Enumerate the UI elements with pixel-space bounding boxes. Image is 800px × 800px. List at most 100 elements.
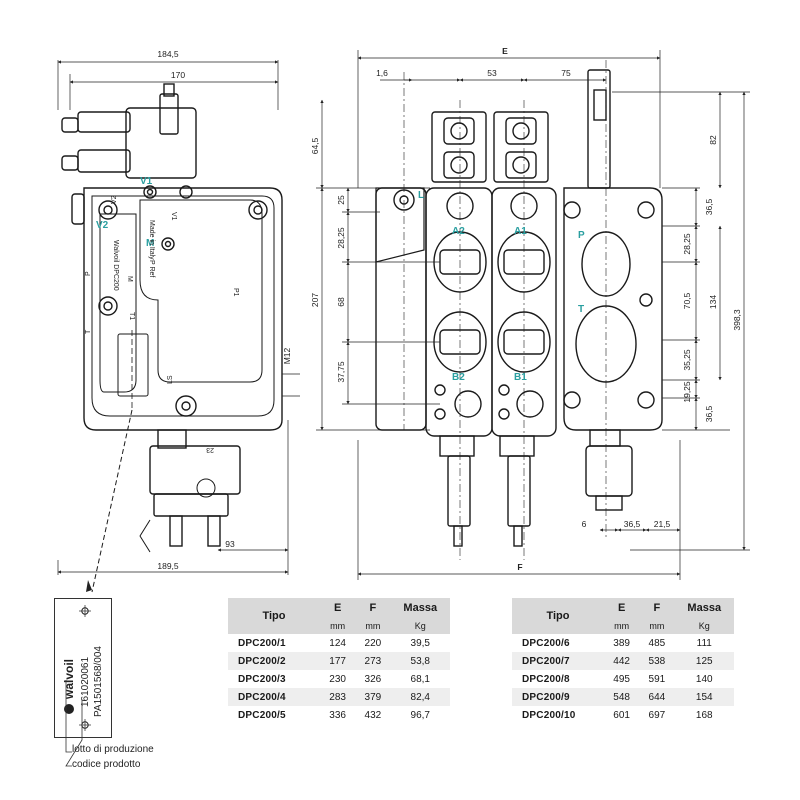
- mark-p: P: [85, 271, 92, 276]
- unit-f: mm: [355, 618, 391, 634]
- cell-f: 273: [355, 652, 391, 670]
- cell-e: 495: [604, 670, 640, 688]
- col-f: F: [355, 598, 391, 618]
- cell-e: 177: [320, 652, 356, 670]
- cell-massa: 53,8: [390, 652, 450, 670]
- cell-tipo: DPC200/7: [512, 652, 604, 670]
- cell-tipo: DPC200/10: [512, 706, 604, 724]
- dim-1-6: 1,6: [376, 68, 388, 78]
- cell-tipo: DPC200/1: [228, 634, 320, 652]
- cell-tipo: DPC200/3: [228, 670, 320, 688]
- port-b1: B1: [514, 372, 527, 383]
- mark-pref: P Ref: [148, 260, 155, 277]
- cell-e: 230: [320, 670, 356, 688]
- port-m: M: [146, 238, 154, 249]
- port-a2: A2: [452, 226, 465, 237]
- cell-massa: 68,1: [390, 670, 450, 688]
- unit-e: mm: [604, 618, 640, 634]
- mark-v1: V1: [170, 212, 177, 221]
- port-l: L: [418, 190, 424, 201]
- cell-tipo: DPC200/2: [228, 652, 320, 670]
- mark-p1: P1: [232, 288, 239, 297]
- dim-70-5: 70,5: [682, 292, 692, 309]
- col-f: F: [639, 598, 675, 618]
- col-tipo: Tipo: [512, 598, 604, 634]
- mark-ls: LS: [167, 375, 174, 384]
- label-brand: walvoil: [62, 659, 76, 700]
- mark-t: T: [85, 329, 92, 334]
- cell-massa: 140: [674, 670, 734, 688]
- col-tipo: Tipo: [228, 598, 320, 634]
- col-e: E: [604, 598, 640, 618]
- legend-lot: lotto di produzione: [72, 744, 154, 755]
- cell-tipo: DPC200/9: [512, 688, 604, 706]
- mark-v2: V2: [111, 195, 118, 204]
- cell-e: 336: [320, 706, 356, 724]
- dim-75: 75: [561, 68, 571, 78]
- col-massa: Massa: [390, 598, 450, 618]
- cell-f: 326: [355, 670, 391, 688]
- label-product-code: PA1501568/004: [93, 646, 104, 717]
- dim-f-bottom: F: [517, 562, 522, 572]
- cell-tipo: DPC200/6: [512, 634, 604, 652]
- mark-m: M: [126, 276, 133, 282]
- unit-massa: Kg: [674, 618, 734, 634]
- dim-36-5-bottom-h: 36,5: [624, 519, 641, 529]
- dim-184-5: 184,5: [157, 49, 179, 59]
- port-b2: B2: [452, 372, 465, 383]
- dim-m12: M12: [282, 347, 292, 364]
- cell-e: 389: [604, 634, 640, 652]
- cell-massa: 39,5: [390, 634, 450, 652]
- port-t: T: [578, 304, 584, 315]
- cell-e: 601: [604, 706, 640, 724]
- dim-36-5-bottom: 36,5: [704, 405, 714, 422]
- cell-tipo: DPC200/8: [512, 670, 604, 688]
- dim-19-25: 19,25: [682, 381, 692, 403]
- right-dimensions: [599, 91, 750, 551]
- front-view-dimensions: [316, 50, 681, 580]
- cell-massa: 96,7: [390, 706, 450, 724]
- side-view-dimensions: [57, 60, 300, 575]
- technical-drawing: 184,5 170 189,5 93 M12 V1 V2 M V2 Made i…: [57, 46, 750, 593]
- cell-f: 220: [355, 634, 391, 652]
- dim-36-5-top: 36,5: [704, 198, 714, 215]
- unit-e: mm: [320, 618, 356, 634]
- product-label: walvoil 161020061 PA1501568/004: [54, 598, 112, 738]
- dim-37-75: 37,75: [336, 361, 346, 383]
- mark-walvoil: Walvoil DPC200: [112, 240, 119, 291]
- dim-93: 93: [225, 539, 235, 549]
- dim-e-top: E: [502, 46, 508, 56]
- cell-massa: 154: [674, 688, 734, 706]
- label-lot-number: 161020061: [80, 657, 91, 707]
- cell-f: 644: [639, 688, 675, 706]
- cell-f: 697: [639, 706, 675, 724]
- cell-f: 591: [639, 670, 675, 688]
- cell-massa: 82,4: [390, 688, 450, 706]
- dim-35-25: 35,25: [682, 349, 692, 371]
- cell-f: 432: [355, 706, 391, 724]
- port-v2: V2: [96, 220, 109, 231]
- dim-189-5: 189,5: [157, 561, 179, 571]
- dim-25: 25: [336, 195, 346, 205]
- front-view-centerlines: [403, 60, 607, 560]
- dim-64-5: 64,5: [310, 137, 320, 154]
- legend-code: codice prodotto: [72, 759, 141, 770]
- dim-134: 134: [708, 295, 718, 309]
- cell-e: 442: [604, 652, 640, 670]
- cell-tipo: DPC200/5: [228, 706, 320, 724]
- cell-massa: 168: [674, 706, 734, 724]
- port-v1: V1: [140, 176, 153, 187]
- mark-made-in-italy: Made in Italy: [148, 220, 155, 260]
- dim-6: 6: [582, 519, 587, 529]
- port-p: P: [578, 230, 585, 241]
- cell-f: 379: [355, 688, 391, 706]
- cell-e: 548: [604, 688, 640, 706]
